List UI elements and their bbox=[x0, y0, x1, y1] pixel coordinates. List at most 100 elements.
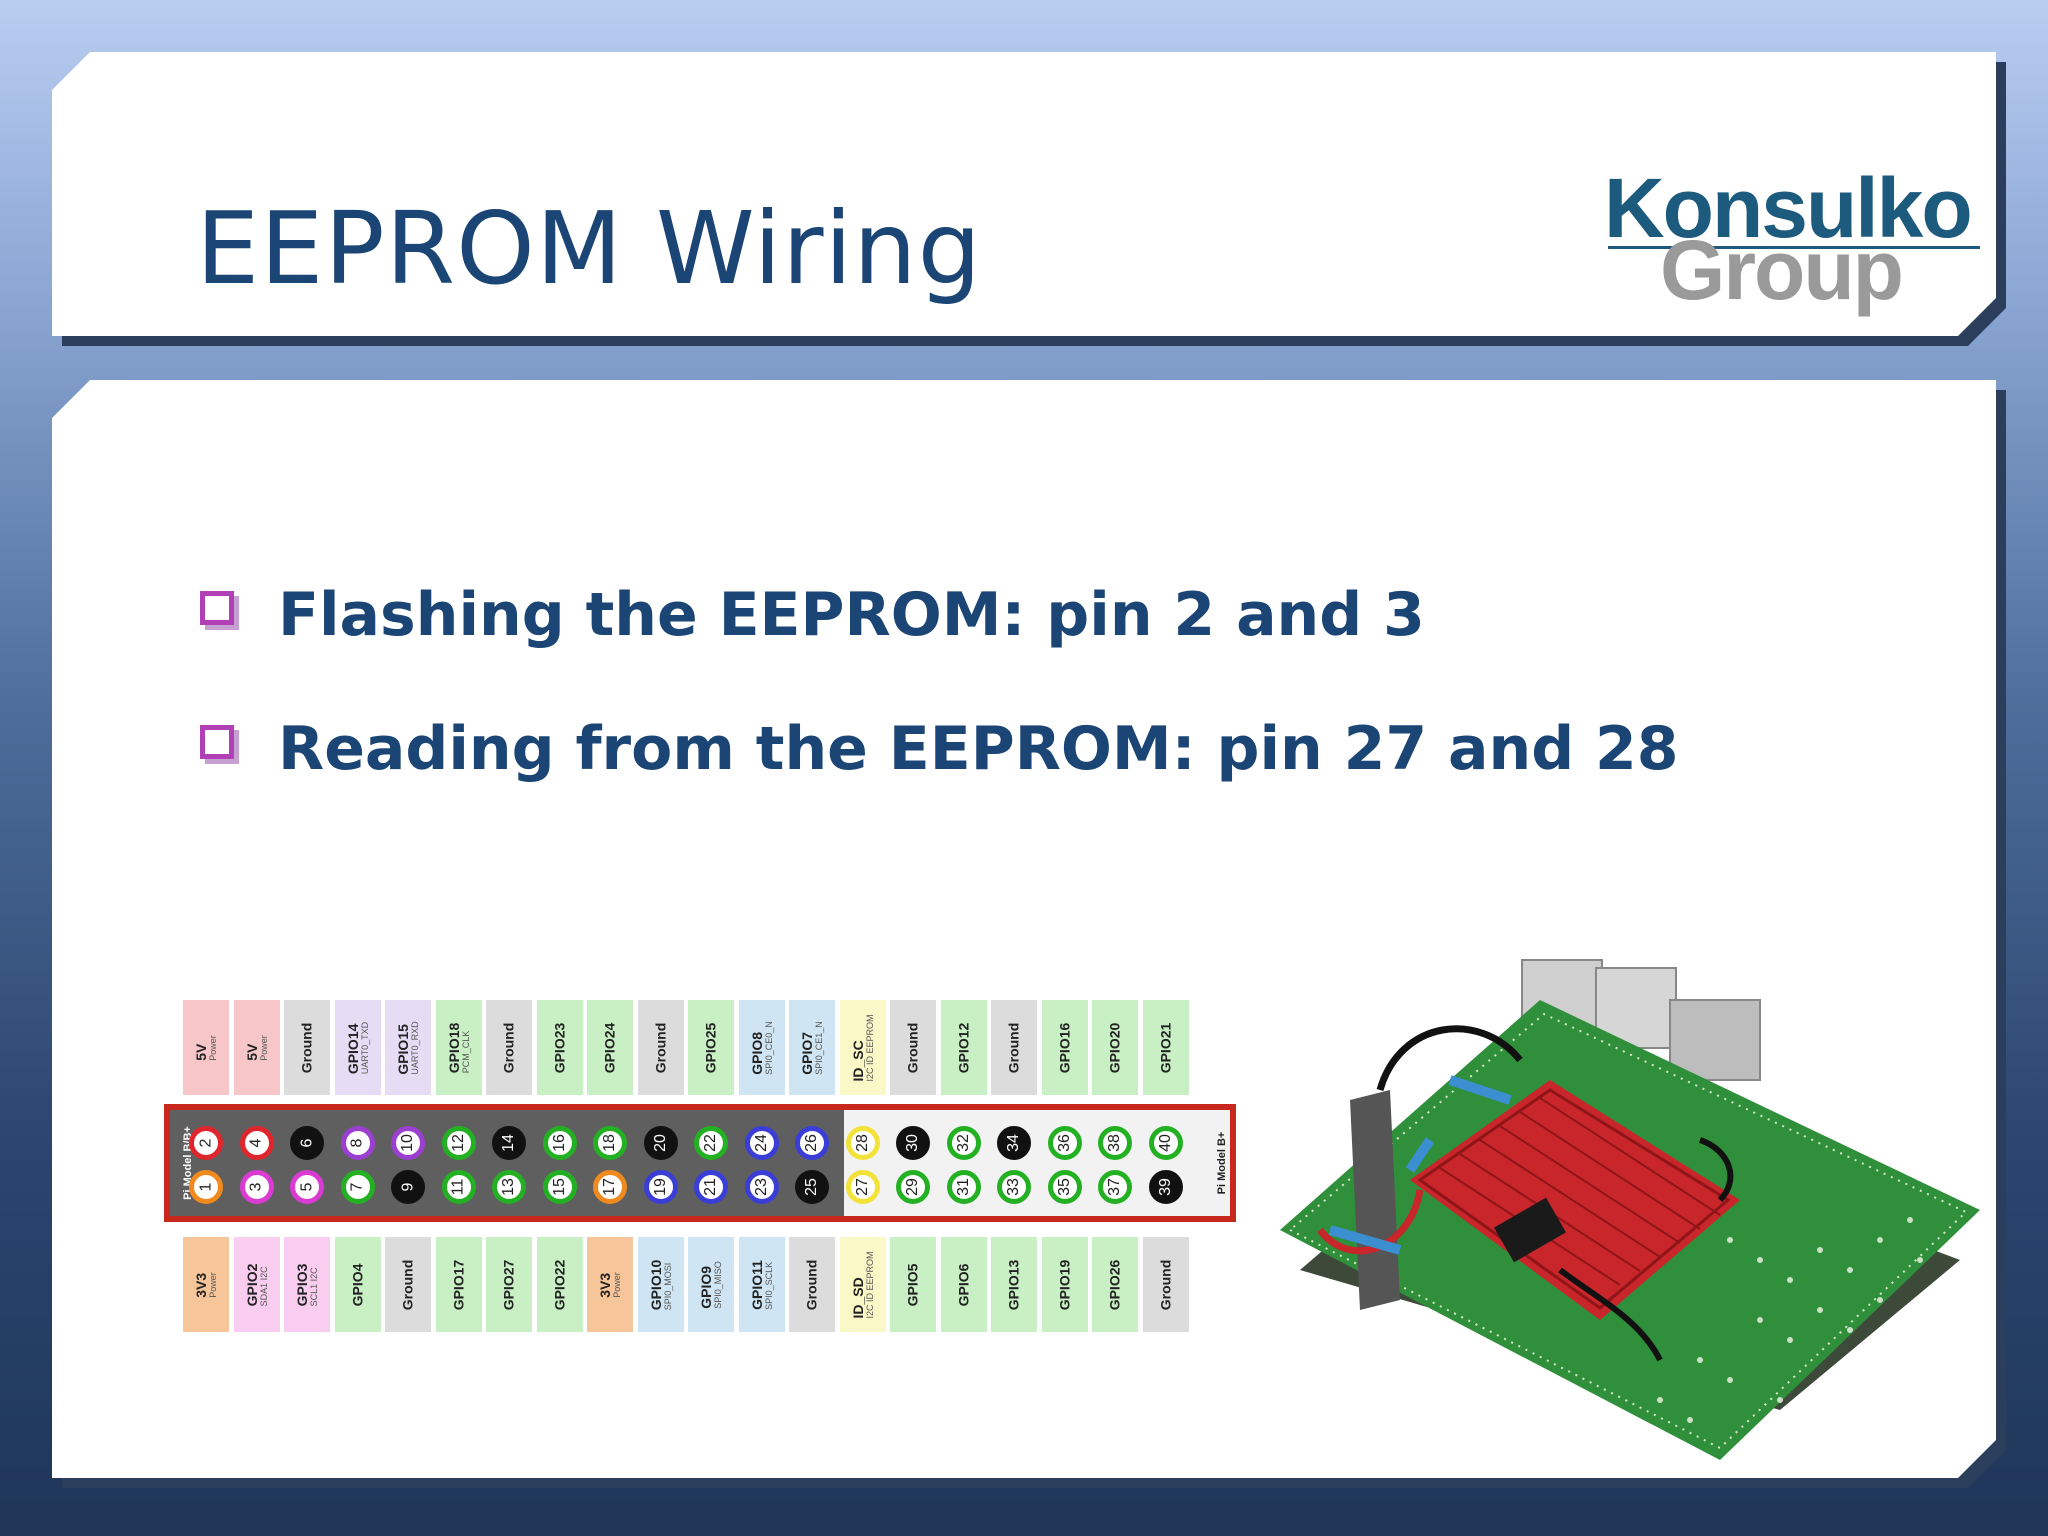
pin-name: GPIO11 bbox=[748, 1259, 765, 1310]
pin-label-16: GPIO23 bbox=[536, 1000, 583, 1095]
pin-label-11: GPIO17 bbox=[435, 1237, 482, 1332]
pin-name: ID_SC bbox=[849, 1039, 866, 1082]
pin-30: 30 bbox=[896, 1126, 930, 1160]
pin-name: GPIO8 bbox=[748, 1031, 765, 1075]
pin-number: 28 bbox=[853, 1134, 871, 1152]
pin-number: 29 bbox=[903, 1178, 921, 1196]
pin-label-9: Ground bbox=[385, 1237, 431, 1332]
pin-label-text: Ground bbox=[299, 1022, 315, 1073]
pin-number: 38 bbox=[1105, 1134, 1123, 1152]
pin-number: 24 bbox=[752, 1134, 770, 1152]
pin-name: GPIO23 bbox=[551, 1022, 568, 1073]
pin-label-34: Ground bbox=[991, 1000, 1037, 1095]
pin-20: 20 bbox=[643, 1126, 678, 1160]
pin-label-text: GPIO20 bbox=[1107, 1022, 1123, 1073]
pin-function: UART0_RXD bbox=[409, 1020, 420, 1075]
pin-number: 39 bbox=[1156, 1178, 1174, 1196]
pin-name: Ground bbox=[1157, 1259, 1174, 1310]
pin-label-15: GPIO22 bbox=[536, 1237, 583, 1332]
bullet-item: Flashing the EEPROM: pin 2 and 3 bbox=[200, 580, 1425, 650]
pin-label-20: Ground bbox=[637, 1000, 684, 1095]
pin-function: Power bbox=[611, 1271, 622, 1298]
pin-label-32: GPIO12 bbox=[940, 1000, 987, 1095]
pin-11: 11 bbox=[441, 1170, 476, 1204]
pin-label-text: Ground bbox=[1157, 1259, 1174, 1310]
pin-label-text: GPIO13 bbox=[1006, 1259, 1022, 1310]
pin-number: 2 bbox=[197, 1138, 214, 1148]
pin-22: 22 bbox=[694, 1126, 728, 1160]
title-panel bbox=[52, 52, 1996, 336]
pin-label-33: GPIO13 bbox=[991, 1237, 1037, 1332]
slide-title: EEPROM Wiring bbox=[196, 190, 983, 307]
pin-function: SDA1 I2C bbox=[258, 1265, 269, 1306]
pin-38: 38 bbox=[1098, 1126, 1132, 1160]
pin-name: GPIO14 bbox=[344, 1023, 361, 1074]
pin-function: I2C ID EEPROM bbox=[864, 1013, 875, 1082]
pin-15: 15 bbox=[542, 1170, 577, 1204]
pin-number: 5 bbox=[298, 1182, 315, 1192]
pin-name: Ground bbox=[904, 1022, 921, 1073]
pin-number: 15 bbox=[550, 1178, 568, 1196]
pin-name: GPIO2 bbox=[243, 1263, 260, 1306]
bullet-item: Reading from the EEPROM: pin 27 and 28 bbox=[200, 714, 1679, 784]
pin-name: GPIO10 bbox=[647, 1259, 664, 1310]
pin-label-text: GPIO16 bbox=[1056, 1022, 1073, 1073]
pin-32: 32 bbox=[946, 1126, 981, 1160]
pin-33: 33 bbox=[997, 1170, 1031, 1204]
pin-label-text: GPIO22 bbox=[551, 1259, 567, 1310]
pin-number: 26 bbox=[802, 1134, 820, 1152]
pin-number: 4 bbox=[247, 1138, 265, 1148]
pin-label-text: GPIO4 bbox=[349, 1263, 365, 1306]
pin-number: 22 bbox=[701, 1134, 719, 1152]
pin-number: 27 bbox=[853, 1178, 871, 1196]
pin-function: SPI0_CE0_N bbox=[763, 1020, 774, 1075]
pin-name: 5V bbox=[243, 1043, 260, 1061]
pin-28: 28 bbox=[845, 1126, 880, 1160]
pin-function: SPI0_MISO bbox=[712, 1260, 723, 1309]
bullet-text: Flashing the EEPROM: pin 2 and 3 bbox=[278, 580, 1425, 650]
logo-rule bbox=[1608, 246, 1980, 249]
pin-name: GPIO16 bbox=[1056, 1022, 1073, 1073]
pin-name: ID_SD bbox=[849, 1276, 866, 1319]
pin-label-25: Ground bbox=[789, 1237, 835, 1332]
pin-24: 24 bbox=[744, 1126, 779, 1160]
pin-name: GPIO7 bbox=[798, 1031, 815, 1075]
pin-label-text: GPIO5 bbox=[905, 1263, 921, 1306]
pin-name: 3V3 bbox=[596, 1272, 613, 1298]
raspberry-pi-eeprom-breadboard-photo bbox=[1280, 959, 1980, 1460]
pin-label-text: GPIO24 bbox=[602, 1022, 618, 1073]
pin-label-39: Ground bbox=[1142, 1237, 1189, 1332]
pin-name: GPIO18 bbox=[445, 1022, 462, 1073]
checkbox-bullet-icon bbox=[200, 591, 234, 625]
pin-3: 3 bbox=[239, 1170, 274, 1204]
pin-number: 23 bbox=[752, 1178, 770, 1196]
pin-function: UART0_TXD bbox=[359, 1021, 370, 1074]
pin-label-36: GPIO16 bbox=[1041, 1000, 1088, 1095]
pin-name: GPIO3 bbox=[293, 1263, 310, 1306]
bullet-text: Reading from the EEPROM: pin 27 and 28 bbox=[278, 714, 1679, 784]
pin-name: GPIO17 bbox=[450, 1259, 467, 1310]
pin-name: GPIO27 bbox=[500, 1259, 517, 1310]
pin-36: 36 bbox=[1047, 1126, 1082, 1160]
pin-number: 33 bbox=[1004, 1178, 1022, 1196]
pin-label-30: Ground bbox=[890, 1000, 936, 1095]
pin-label-40: GPIO21 bbox=[1142, 1000, 1189, 1095]
pin-label-22: GPIO25 bbox=[688, 1000, 734, 1095]
